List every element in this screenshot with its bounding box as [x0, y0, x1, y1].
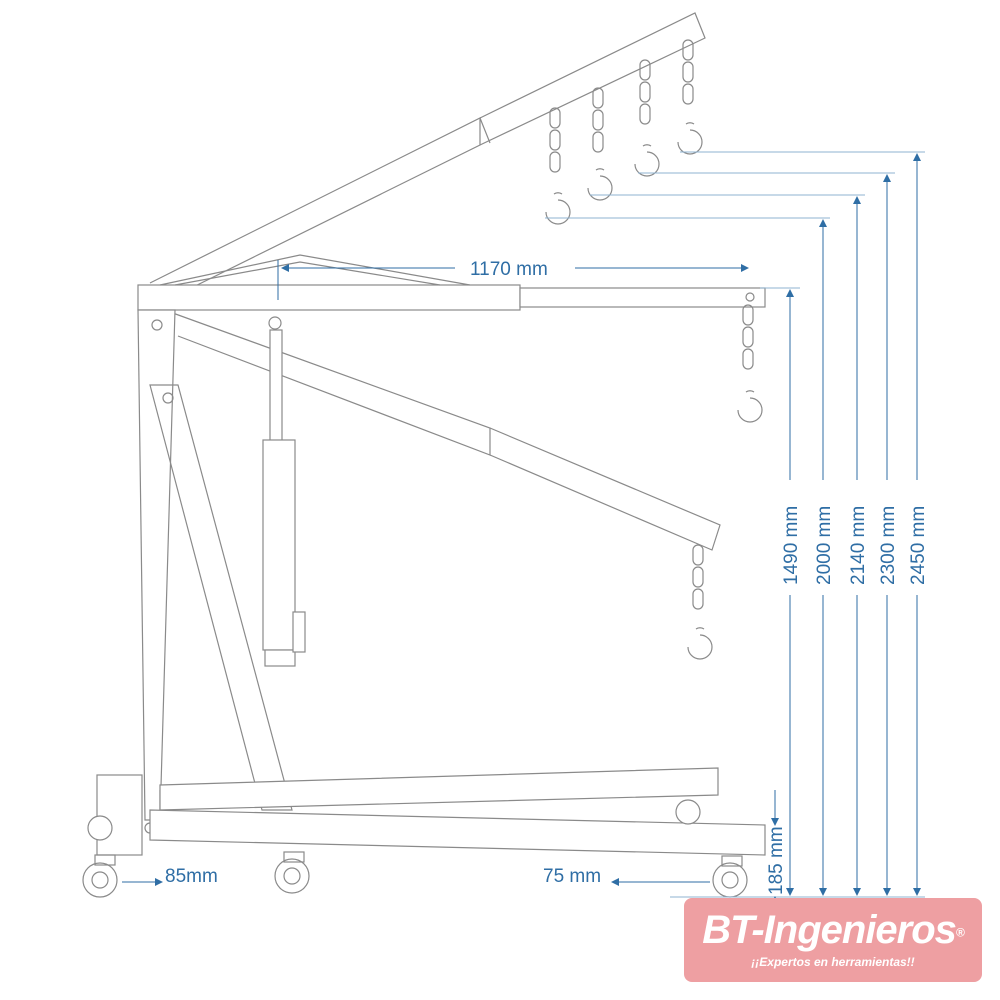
- caster-wheels: [82, 799, 748, 898]
- dim-height-2000: 2000 mm: [814, 506, 835, 585]
- dim-height-2140: 2140 mm: [848, 506, 869, 585]
- dimension-lines: [122, 151, 925, 920]
- boom-raised: [149, 12, 706, 297]
- dim-height-2300: 2300 mm: [878, 506, 899, 585]
- legs: [96, 767, 766, 856]
- logo-name: BT-Ingenieros: [702, 908, 957, 952]
- dim-front-wheel: 75 mm: [543, 866, 601, 887]
- chains-hooks: [545, 39, 763, 660]
- dim-leg-height: 185 mm: [766, 826, 787, 895]
- boom-horizontal: [137, 254, 766, 311]
- dim-height-2450: 2450 mm: [908, 506, 929, 585]
- dim-boom-extension: 1170 mm: [470, 259, 548, 280]
- registered-mark: ®: [955, 925, 965, 940]
- logo-tagline: ¡¡Expertos en herramientas!!: [751, 955, 915, 969]
- brand-logo: BT-Ingenieros® ¡¡Expertos en herramienta…: [684, 898, 982, 982]
- dim-rear-wheel: 85mm: [165, 866, 218, 887]
- hydraulic-cylinder: [262, 329, 306, 667]
- boom-lowered: [169, 311, 721, 551]
- dim-height-1490: 1490 mm: [781, 506, 802, 585]
